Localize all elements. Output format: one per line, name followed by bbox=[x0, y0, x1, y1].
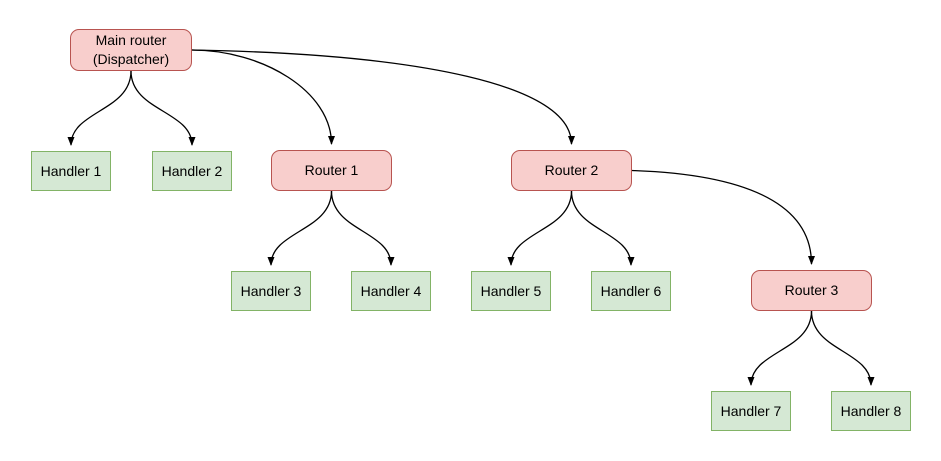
node-handler-4: Handler 4 bbox=[351, 271, 431, 311]
edge-router-3-to-handler-7 bbox=[747, 310, 813, 386]
node-handler-3: Handler 3 bbox=[231, 271, 311, 311]
edge-main-to-handler-1 bbox=[67, 70, 132, 146]
edge-router-2-to-router-3 bbox=[631, 169, 815, 265]
edge-router-3-to-handler-8 bbox=[810, 310, 875, 386]
node-main-router: Main router (Dispatcher) bbox=[70, 29, 192, 71]
node-handler-5: Handler 5 bbox=[471, 271, 551, 311]
edge-router-1-to-handler-3 bbox=[267, 190, 333, 266]
node-handler-1: Handler 1 bbox=[31, 151, 111, 191]
node-handler-6: Handler 6 bbox=[591, 271, 671, 311]
node-handler-8: Handler 8 bbox=[831, 391, 911, 431]
edge-main-to-handler-2 bbox=[130, 70, 196, 146]
node-handler-2: Handler 2 bbox=[152, 151, 232, 191]
edge-router-2-to-handler-6 bbox=[570, 190, 635, 266]
edge-main-to-router-2 bbox=[191, 49, 575, 145]
edge-router-1-to-handler-4 bbox=[330, 190, 395, 266]
edge-router-2-to-handler-5 bbox=[507, 190, 573, 266]
edge-main-to-router-1 bbox=[191, 49, 335, 145]
node-router-2: Router 2 bbox=[511, 150, 632, 191]
node-router-1: Router 1 bbox=[271, 150, 392, 191]
node-router-3: Router 3 bbox=[751, 270, 872, 311]
node-handler-7: Handler 7 bbox=[711, 391, 791, 431]
